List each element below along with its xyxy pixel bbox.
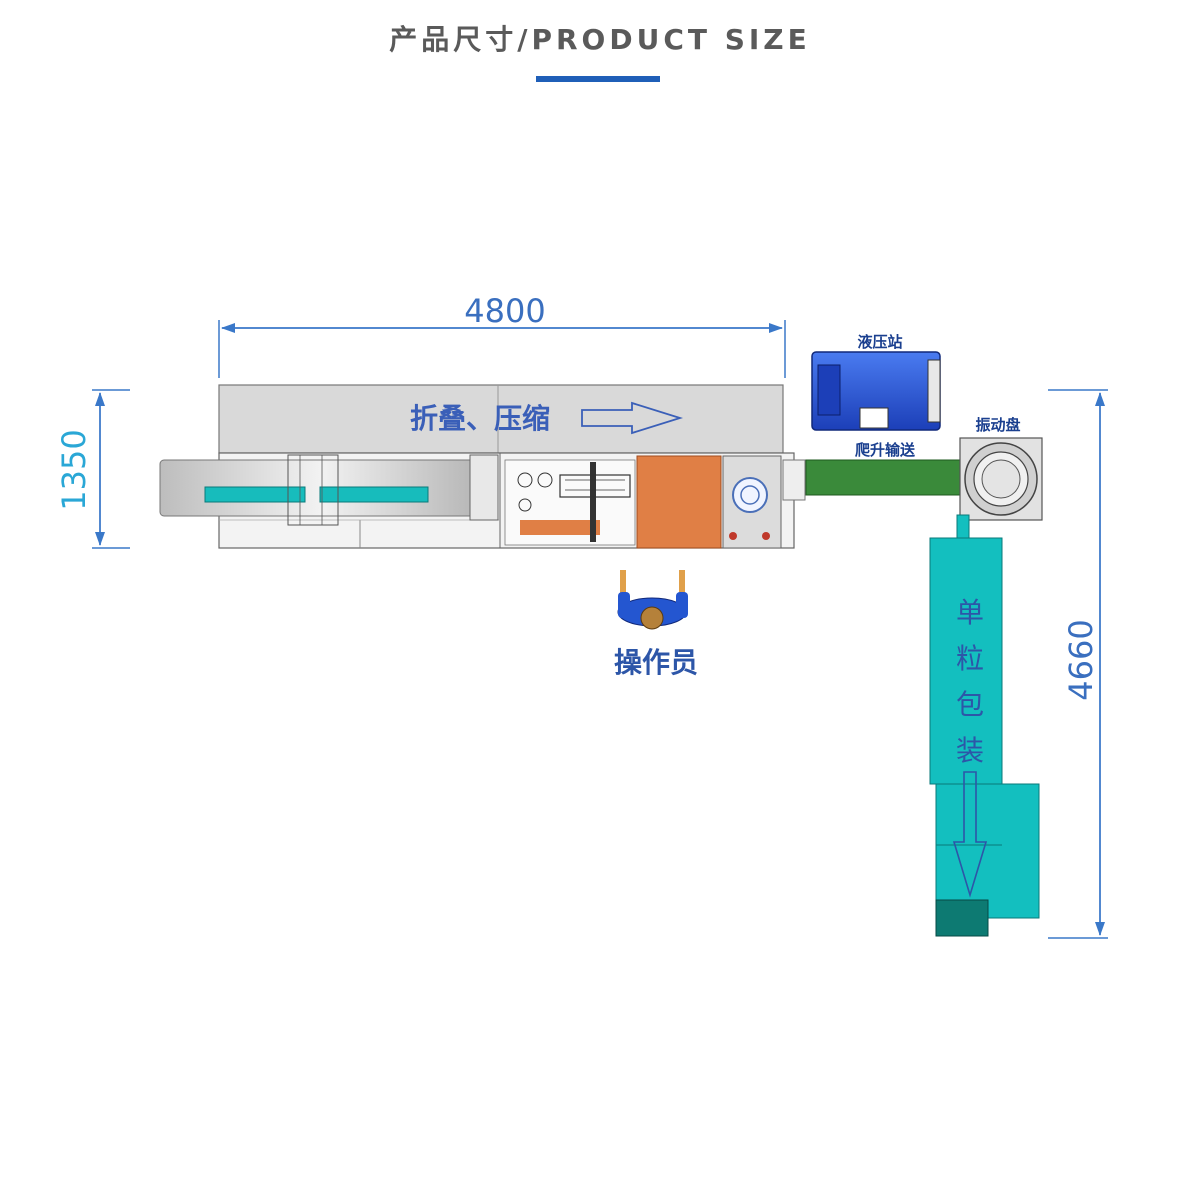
single-pack-char-4: 装 bbox=[956, 734, 984, 767]
single-pack-char-2: 粒 bbox=[956, 642, 984, 675]
page-title: 产品尺寸/PRODUCT SIZE bbox=[389, 23, 811, 56]
single-pack-char-1: 单 bbox=[956, 596, 984, 629]
single-packaging-unit: 单 粒 包 装 bbox=[929, 514, 1040, 937]
down-arrow-icon bbox=[952, 771, 988, 898]
dimension-width-label: 1350 bbox=[55, 429, 93, 510]
folding-compression-label: 折叠、压缩 bbox=[410, 402, 550, 435]
lift-conveyor: 爬升输送 bbox=[805, 441, 967, 496]
vibration-plate-label: 振动盘 bbox=[975, 416, 1020, 434]
dimension-depth-label: 4660 bbox=[1062, 619, 1100, 700]
title-underline bbox=[536, 76, 660, 82]
dimension-length: 4800 bbox=[218, 292, 786, 378]
hydraulic-station-label: 液压站 bbox=[857, 333, 902, 351]
dimension-length-label: 4800 bbox=[464, 292, 545, 330]
main-machine: 折叠、压缩 bbox=[159, 384, 806, 549]
dimension-width: 1350 bbox=[55, 389, 130, 549]
single-pack-char-3: 包 bbox=[956, 688, 984, 721]
lift-conveyor-label: 爬升输送 bbox=[854, 441, 916, 459]
operator-figure: 操作员 bbox=[614, 570, 698, 679]
process-arrow-icon bbox=[581, 401, 684, 435]
hydraulic-station: 液压站 bbox=[811, 333, 941, 431]
operator-label: 操作员 bbox=[614, 646, 698, 679]
vibration-plate: 振动盘 bbox=[959, 416, 1043, 521]
dimension-depth: 4660 bbox=[1048, 389, 1108, 939]
